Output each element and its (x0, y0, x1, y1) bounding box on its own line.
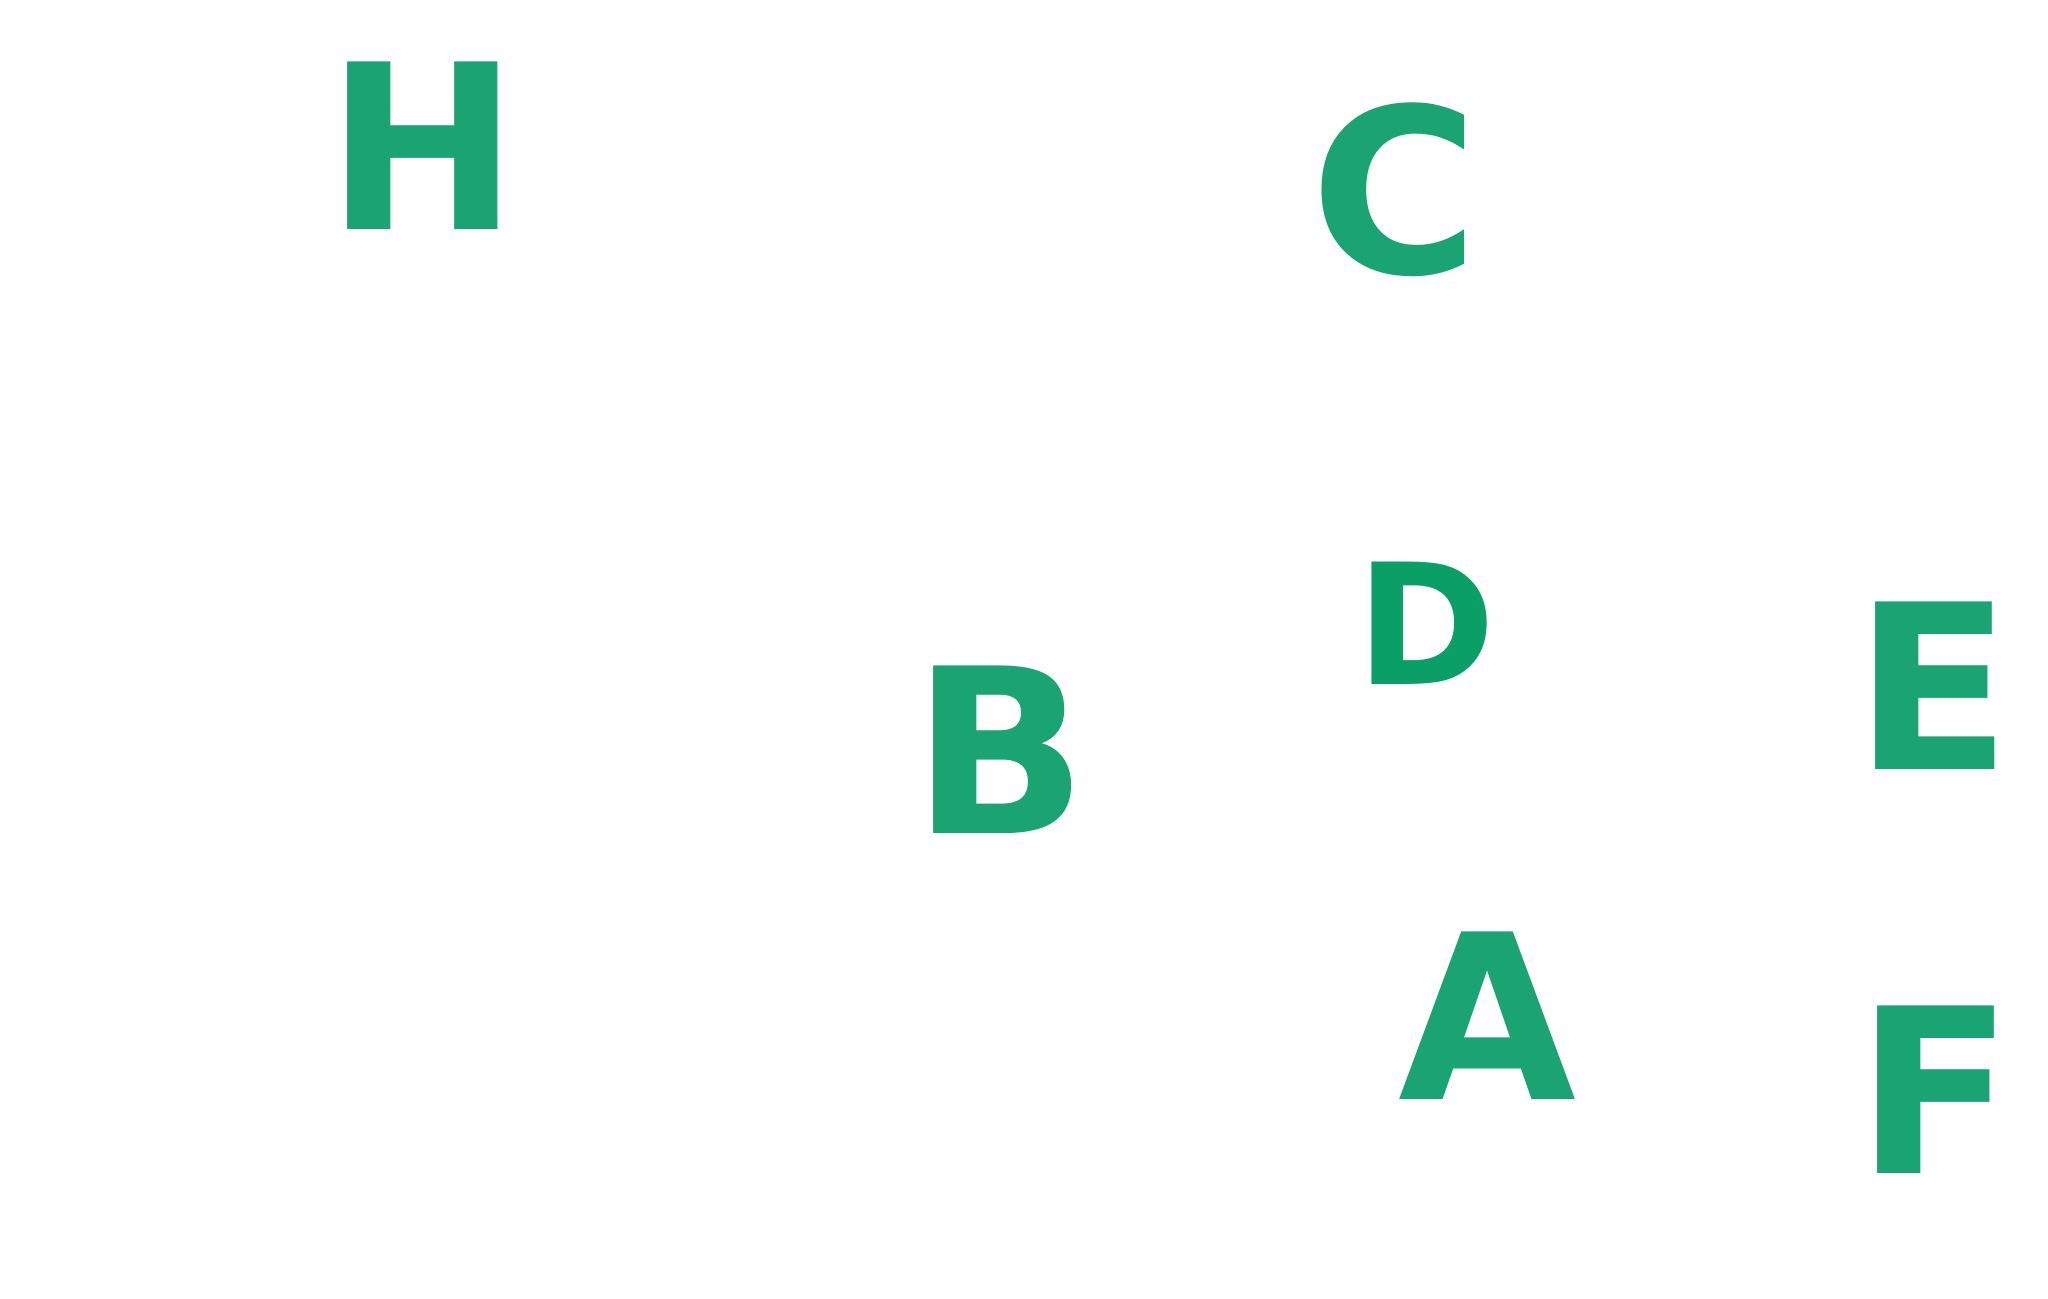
letter-h: H (326, 17, 519, 284)
letter-a: A (1398, 887, 1577, 1154)
letter-e: E (1854, 557, 2012, 824)
letter-c: C (1310, 61, 1479, 328)
letter-b: B (912, 621, 1088, 888)
letter-d: D (1356, 528, 1496, 724)
letter-f: F (1856, 961, 2014, 1228)
